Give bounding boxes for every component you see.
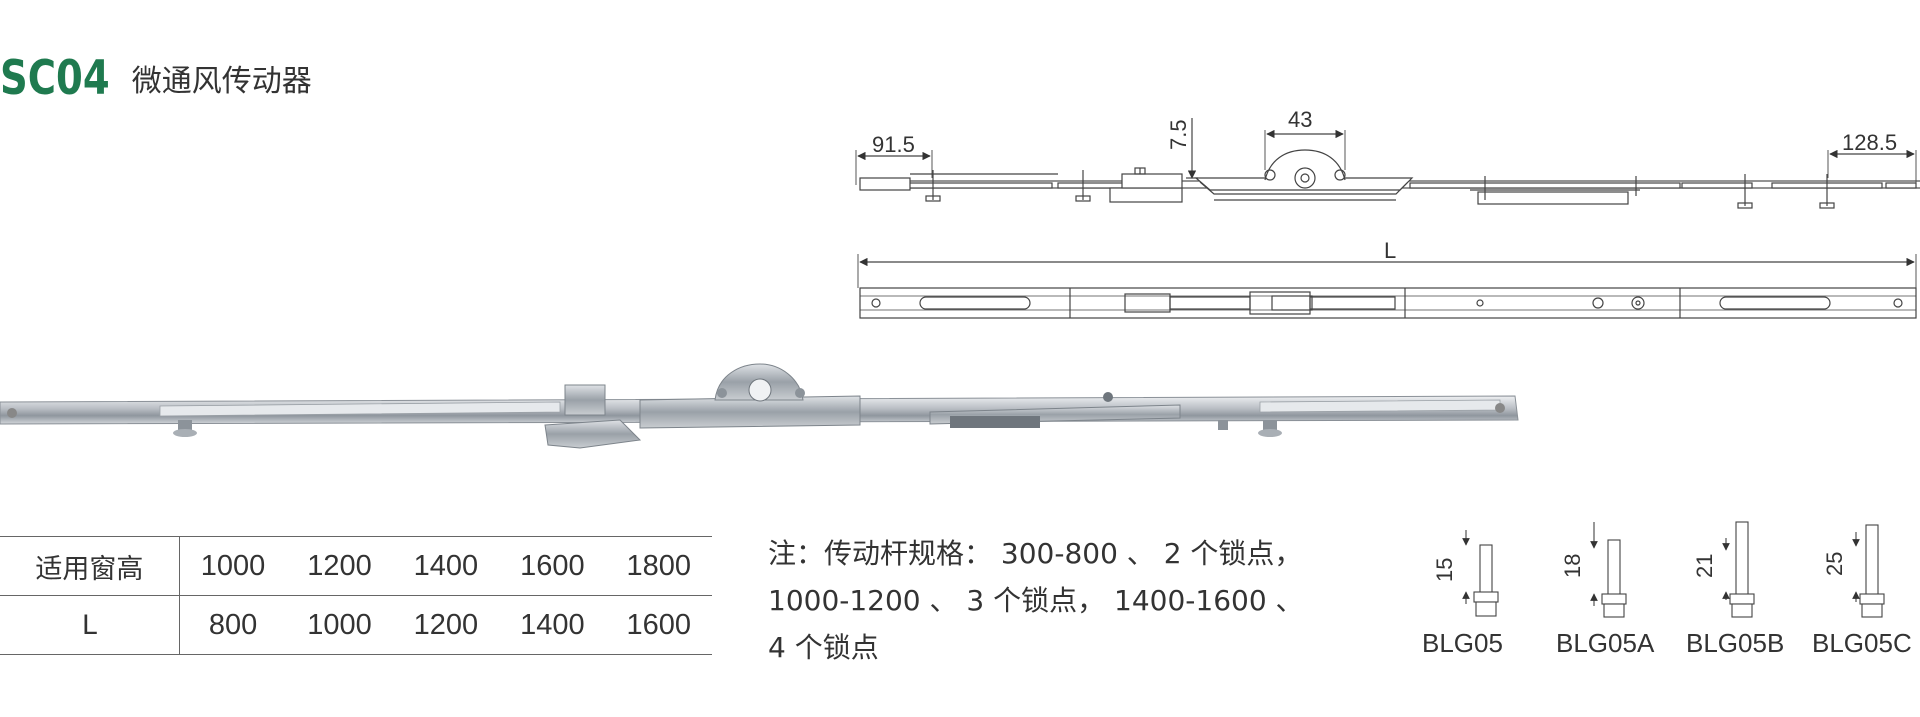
part-dim-blg05a: 18	[1560, 554, 1585, 578]
table-cell: 1200	[392, 595, 500, 655]
plan-view-drawing	[857, 254, 1917, 319]
table-row-length: L 800 1000 1200 1400 1600	[0, 595, 712, 655]
table-cell: 1000	[286, 595, 393, 655]
part-detail-drawings	[1462, 521, 1885, 618]
side-view-drawing	[855, 118, 1920, 209]
part-label-blg05: BLG05	[1422, 628, 1503, 658]
table-cell: 1600	[499, 536, 606, 596]
table-row-window-height: 适用窗高 1000 1200 1400 1600 1800	[0, 536, 712, 596]
dim-label-right: 128.5	[1842, 130, 1897, 155]
part-dim-blg05c: 25	[1822, 552, 1847, 576]
note-line-2: 1000-1200 、 3 个锁点， 1400-1600 、	[768, 584, 1304, 617]
row-header-length: L	[0, 595, 180, 655]
part-label-blg05b: BLG05B	[1686, 628, 1785, 658]
row-header-window-height: 适用窗高	[0, 536, 180, 596]
table-cell: 1600	[605, 595, 712, 655]
note-line-3: 4 个锁点	[768, 631, 879, 664]
part-drawing-blg05b	[1722, 521, 1755, 618]
product-image	[0, 363, 1519, 449]
table-cell: 1200	[286, 536, 393, 596]
plan-length-label: L	[1384, 238, 1396, 263]
table-cell: 800	[179, 595, 287, 655]
part-dim-blg05: 15	[1432, 558, 1457, 582]
part-label-blg05c: BLG05C	[1812, 628, 1912, 658]
title-row: SC04 微通风传动器	[0, 48, 312, 108]
part-drawing-blg05c	[1852, 524, 1885, 618]
table-cell: 1000	[179, 536, 287, 596]
table-cell: 1400	[499, 595, 606, 655]
model-code: SC04	[0, 50, 110, 106]
dim-label-offset: 7.5	[1166, 119, 1191, 150]
spec-note: 注：传动杆规格： 300-800 、 2 个锁点， 1000-1200 、 3 …	[768, 530, 1338, 671]
product-name: 微通风传动器	[131, 64, 312, 99]
table-cell: 1800	[605, 536, 712, 596]
dim-label-gearbox: 43	[1288, 107, 1312, 132]
note-line-1: 注：传动杆规格： 300-800 、 2 个锁点，	[768, 537, 1303, 570]
part-label-blg05a: BLG05A	[1556, 628, 1655, 658]
part-dim-blg05b: 21	[1692, 554, 1717, 578]
table-cell: 1400	[392, 536, 500, 596]
spec-table: 适用窗高 1000 1200 1400 1600 1800 L 800 1000…	[0, 536, 712, 655]
part-drawing-blg05a	[1590, 522, 1627, 618]
dim-label-left: 91.5	[872, 132, 915, 157]
part-drawing-blg05	[1462, 530, 1499, 617]
